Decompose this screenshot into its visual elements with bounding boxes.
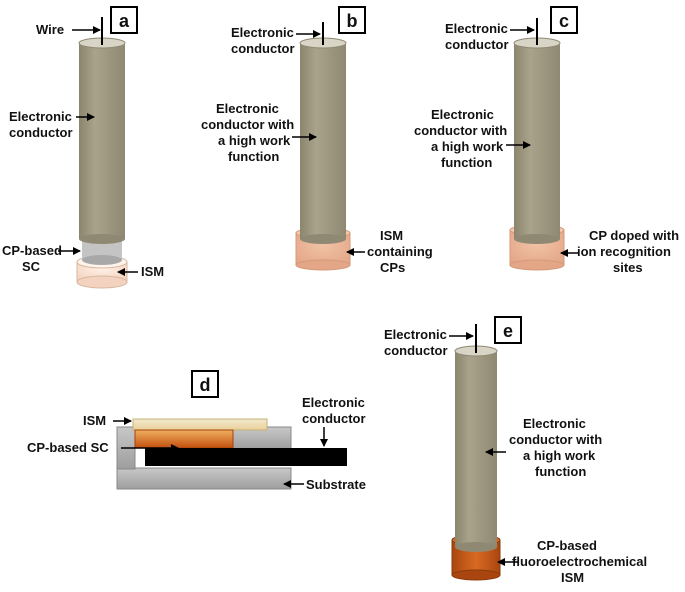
panel-b-label-bot-3: CPs: [380, 260, 405, 275]
panel-e-label-bot-1: CP-based: [537, 538, 597, 553]
panel-a-letter-box: [110, 6, 138, 34]
panel-c: c Electronic conductor Electronic conduc…: [414, 6, 679, 275]
panel-a-conductor: [78, 37, 126, 244]
panel-e-label-mid-1: Electronic: [523, 416, 586, 431]
panel-e-conductor: [454, 345, 498, 552]
panel-c-label-bot-2: ion recognition: [577, 244, 671, 259]
panel-e-label-bot-2: fluoroelectrochemical: [512, 554, 647, 569]
panel-a-label-sc-1: CP-based: [2, 243, 62, 258]
panel-b-label-mid-1: Electronic: [216, 101, 279, 116]
panel-a-label-wire: Wire: [36, 22, 64, 37]
panel-e-letter-box: [494, 316, 522, 344]
panel-b-letter-box: [338, 6, 366, 34]
panel-b-label-bot-2: containing: [367, 244, 433, 259]
panel-e-label-top-2: conductor: [384, 343, 448, 358]
panel-b-label-bot-1: ISM: [380, 228, 403, 243]
panel-a-label-ism: ISM: [141, 264, 164, 279]
panel-d-letter-box: [191, 370, 219, 398]
panel-c-label-top-1: Electronic: [445, 21, 508, 36]
panel-d-sc: [134, 429, 234, 449]
panel-d-ism: [132, 418, 268, 431]
panel-b-conductor: [299, 37, 347, 244]
panel-c-conductor: [513, 37, 561, 244]
panel-d-label-conductor-2: conductor: [302, 411, 366, 426]
panel-c-label-bot-1: CP doped with: [589, 228, 679, 243]
panel-a: a Wire Electronic conductor CP-based SC: [2, 6, 164, 289]
panel-d-label-substrate: Substrate: [306, 477, 366, 492]
panel-e-label-bot-3: ISM: [561, 570, 584, 585]
panel-b: b Electronic conductor Electronic conduc…: [201, 6, 433, 275]
panel-d-substrate: [116, 467, 292, 490]
panel-a-label-sc-2: SC: [22, 259, 41, 274]
panel-c-label-mid-2: conductor with: [414, 123, 507, 138]
panel-e: e Electronic conductor Electronic conduc…: [384, 316, 647, 585]
panel-a-label-conductor-2: conductor: [9, 125, 73, 140]
panel-c-label-bot-3: sites: [613, 260, 643, 275]
panel-b-label-top-2: conductor: [231, 41, 295, 56]
panel-b-label-top-1: Electronic: [231, 25, 294, 40]
panel-c-letter-box: [550, 6, 578, 34]
panel-c-label-mid-1: Electronic: [431, 107, 494, 122]
panel-d-label-sc: CP-based SC: [27, 440, 109, 455]
panel-a-label-conductor-1: Electronic: [9, 109, 72, 124]
panel-e-label-top-1: Electronic: [384, 327, 447, 342]
panel-c-letter: c: [559, 11, 569, 31]
panel-b-letter: b: [347, 11, 358, 31]
panel-d: d ISM CP-based SC Electronic conductor S…: [27, 370, 366, 492]
panel-e-label-mid-2: conductor with: [509, 432, 602, 447]
panel-c-label-mid-3: a high work: [431, 139, 504, 154]
panel-e-label-mid-4: function: [535, 464, 586, 479]
panel-c-label-mid-4: function: [441, 155, 492, 170]
panel-e-letter: e: [503, 321, 513, 341]
panel-b-label-mid-2: conductor with: [201, 117, 294, 132]
panel-d-label-ism: ISM: [83, 413, 106, 428]
panel-c-label-top-2: conductor: [445, 37, 509, 52]
panel-b-label-mid-4: function: [228, 149, 279, 164]
panel-d-conductor: [145, 448, 347, 466]
panel-d-letter: d: [200, 375, 211, 395]
panel-b-label-mid-3: a high work: [218, 133, 291, 148]
panel-a-letter: a: [119, 11, 130, 31]
panel-d-label-conductor-1: Electronic: [302, 395, 365, 410]
panel-e-label-mid-3: a high work: [523, 448, 596, 463]
